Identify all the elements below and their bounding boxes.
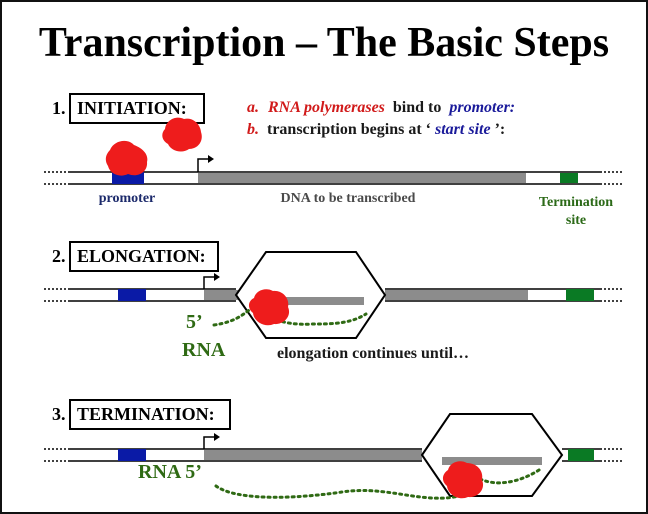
five-prime-label: 5’ (186, 311, 203, 333)
start-site-arrow-icon (197, 155, 214, 172)
transcribed-region-before (204, 290, 252, 300)
elongation-continues-text: elongation continues until… (277, 345, 469, 362)
promoter-region (118, 289, 146, 301)
note-a-promoter: promoter: (447, 99, 515, 116)
rna-5-label: RNA 5’ (138, 461, 202, 483)
dna-strand-termination (44, 413, 622, 497)
step-2-box (69, 241, 219, 272)
rna-polymerase-blob-icon (248, 289, 290, 326)
step-1-box (69, 93, 205, 124)
start-site-arrow-icon (203, 273, 220, 289)
start-site-arrow-icon (203, 433, 220, 449)
termination-region (568, 449, 594, 461)
promoter-region (118, 449, 146, 461)
transcribed-region (198, 173, 526, 183)
step-3-box (69, 399, 231, 430)
transcribed-region-after (385, 290, 528, 300)
step-termination: 3. TERMINATION: RNA 5’ (44, 399, 622, 500)
step-3-name: TERMINATION: (77, 404, 215, 424)
step-1-name: INITIATION: (77, 98, 187, 118)
step-2-name: ELONGATION: (77, 246, 206, 266)
note-b-text: transcription begins at ‘ (263, 121, 431, 138)
rna-polymerase-blob-icon (105, 140, 148, 176)
termination-label-line2: site (566, 213, 586, 228)
termination-region (560, 173, 578, 183)
slide-title: Transcription – The Basic Steps (39, 20, 609, 66)
step-3-number: 3. (52, 404, 66, 424)
note-b-start-site: start site (434, 121, 491, 138)
step-initiation: 1. INITIATION: a. RNA polymerases bind t… (44, 93, 622, 228)
transcribed-region (204, 450, 422, 460)
termination-region (566, 289, 594, 301)
note-a-bind: bind to (389, 99, 445, 116)
note-b-marker: b. (247, 121, 259, 138)
note-a-marker: a. (247, 99, 259, 116)
step-elongation: 2. ELONGATION: 5’ RNA e (44, 241, 622, 362)
note-a-polymerases: RNA polymerases (267, 99, 385, 116)
initiation-note-a: a. RNA polymerases bind to promoter: (247, 99, 515, 116)
rna-polymerase-blob-icon (442, 461, 484, 499)
promoter-label: promoter (99, 191, 156, 206)
rna-label: RNA (182, 339, 226, 361)
step-2-number: 2. (52, 246, 66, 266)
note-b-end: ’: (495, 121, 506, 138)
transcribed-label: DNA to be transcribed (281, 191, 416, 206)
termination-label-line1: Termination (539, 195, 613, 210)
rna-strand-icon (214, 466, 544, 500)
step-1-number: 1. (52, 98, 66, 118)
initiation-note-b: b. transcription begins at ‘ start site … (247, 121, 505, 138)
rna-polymerase-free-blob-icon (162, 117, 202, 152)
